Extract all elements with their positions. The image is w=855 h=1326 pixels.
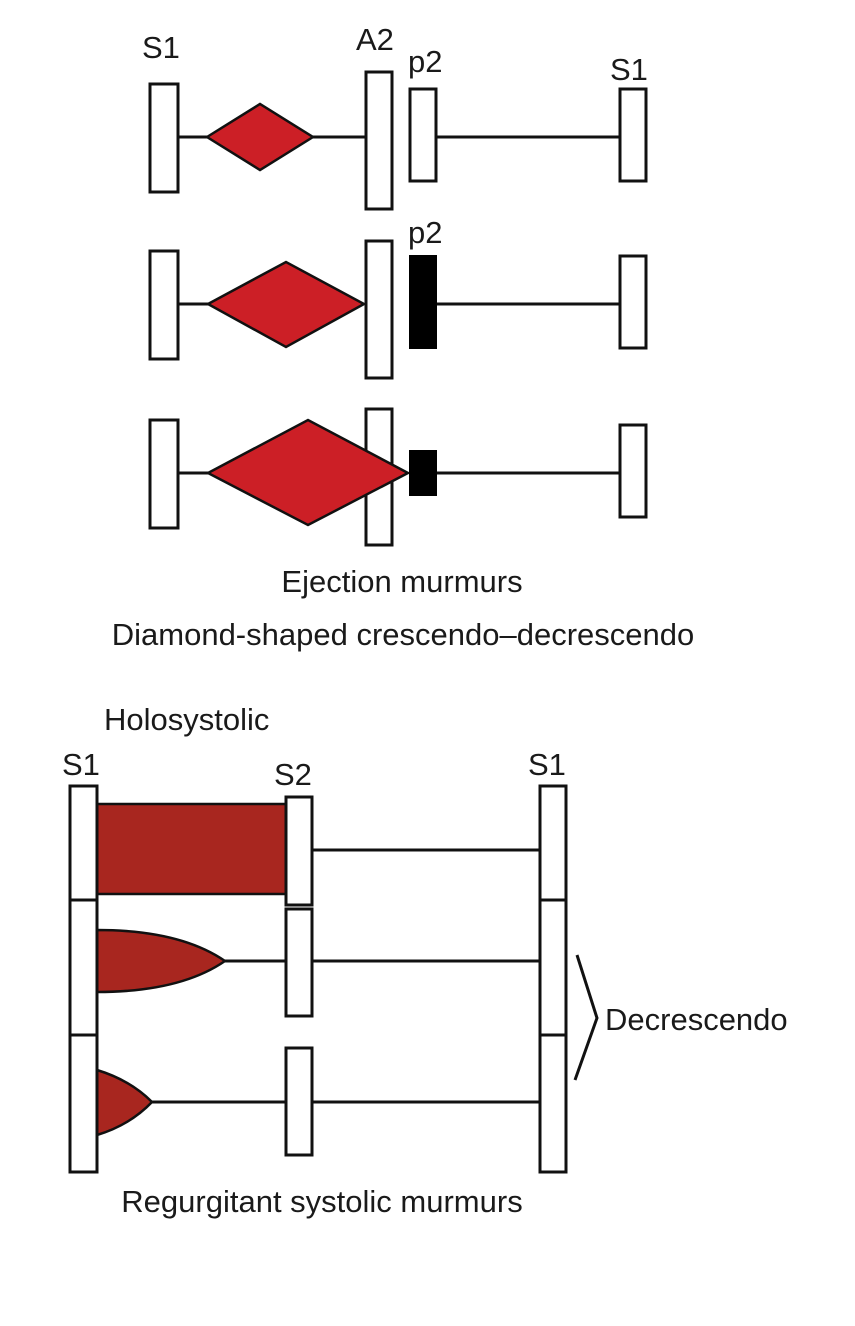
p2-sound-bar-loud (409, 255, 437, 349)
murmur-diamond-medium (205, 260, 367, 349)
s2-sound-bar (284, 1046, 314, 1157)
label-a2: A2 (356, 22, 394, 57)
label-s1-left: S1 (142, 30, 180, 65)
s1-sound-bar (618, 423, 648, 519)
label-holosystolic: Holosystolic (104, 702, 269, 737)
regurgitant-row-2 (68, 898, 568, 1039)
murmur-decrescendo-long (95, 928, 228, 994)
s1-sound-bar (148, 82, 180, 194)
ejection-row-2 (148, 239, 648, 380)
s1-sound-bar (148, 249, 180, 361)
s1-sound-bar (148, 418, 180, 530)
s1-sound-bar (618, 87, 648, 183)
murmur-diamond-small (204, 102, 316, 172)
p2-sound-bar-loud (409, 450, 437, 496)
regurgitant-row-1 (68, 784, 568, 925)
ejection-caption: Ejection murmurs (281, 564, 522, 599)
label-s2: S2 (274, 757, 312, 792)
ejection-row-1 (148, 70, 648, 211)
ejection-subcaption: Diamond-shaped crescendo–decrescendo (112, 617, 694, 652)
regurgitant-row-3 (68, 1033, 568, 1174)
regurgitant-caption: Regurgitant systolic murmurs (121, 1184, 522, 1219)
ejection-row-3 (148, 407, 648, 547)
decrescendo-bracket (573, 954, 599, 1081)
label-p2-row1: p2 (408, 44, 442, 79)
s1-sound-bar (538, 898, 568, 1039)
regurgitant-section: Holosystolic S1 S2 S1 (62, 702, 788, 1219)
a2-sound-bar (364, 239, 394, 380)
murmur-decrescendo-short (95, 1068, 154, 1137)
a2-sound-bar (364, 70, 394, 211)
s1-sound-bar (68, 1033, 99, 1174)
label-p2-row2: p2 (408, 215, 442, 250)
s1-sound-bar (618, 254, 648, 350)
label-s1-right: S1 (610, 52, 648, 87)
s2-sound-bar (284, 907, 314, 1018)
murmur-holosystolic-plateau (95, 802, 288, 896)
ejection-section: S1 A2 p2 S1 p2 (112, 22, 694, 652)
label-decrescendo: Decrescendo (605, 1002, 788, 1037)
label-s1-left: S1 (62, 747, 100, 782)
label-s1-right: S1 (528, 747, 566, 782)
s1-sound-bar (68, 898, 99, 1039)
murmur-diamond-large (205, 418, 411, 527)
s1-sound-bar (538, 1033, 568, 1174)
s2-sound-bar (284, 795, 314, 907)
p2-sound-bar (408, 87, 438, 183)
